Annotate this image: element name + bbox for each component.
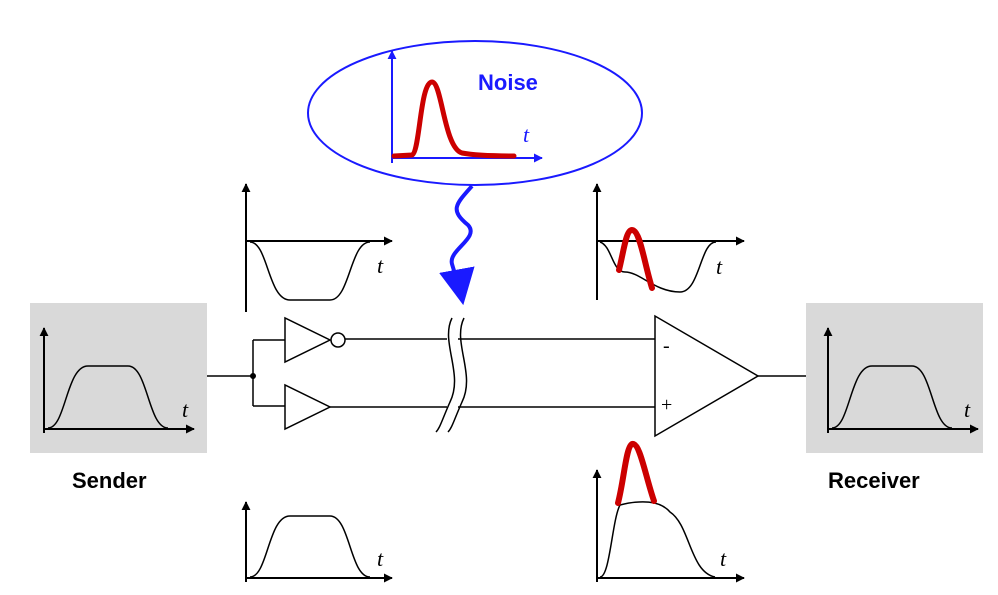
noise-time-axis-label: t xyxy=(523,122,530,147)
noise-label: Noise xyxy=(478,70,538,95)
sender-label: Sender xyxy=(72,468,147,493)
sender-waveform: t xyxy=(39,327,195,434)
noise-pulse xyxy=(391,79,517,159)
sender-box: t xyxy=(30,303,207,453)
sender-time-axis-label: t xyxy=(182,397,189,422)
noise-pulse-inverted xyxy=(616,226,655,291)
receiver-label: Receiver xyxy=(828,468,920,493)
receiver-waveform: t xyxy=(823,327,979,434)
inverting-driver xyxy=(284,316,332,364)
transmission-lines xyxy=(330,317,655,433)
line-break-right xyxy=(447,317,468,433)
inverter-bubble xyxy=(330,332,346,348)
driver-circuit xyxy=(207,316,346,431)
line-break-left xyxy=(435,317,456,433)
receiver-amplifier xyxy=(654,314,760,438)
receiver-box: t xyxy=(806,303,983,453)
noisy-noninverted-time-axis-label: t xyxy=(720,546,727,571)
noise-coupling-arrow xyxy=(439,184,475,306)
noisy-inverted-signal-plot: t xyxy=(592,183,745,300)
noise-ellipse xyxy=(307,40,643,186)
inverted-signal-plot: t xyxy=(241,183,393,312)
receiver-time-axis-label: t xyxy=(964,397,971,422)
differential-receiver: - + xyxy=(654,314,806,438)
noisy-inverted-time-axis-label: t xyxy=(716,254,723,279)
noisy-noninverted-signal-plot: t xyxy=(592,441,745,583)
noninverted-time-axis-label: t xyxy=(377,546,384,571)
noise-pulse-noninverted xyxy=(615,441,657,506)
noise-source: t xyxy=(307,40,643,306)
noninverted-signal-plot: t xyxy=(241,501,393,583)
inverted-time-axis-label: t xyxy=(377,253,384,278)
noninverting-driver xyxy=(284,383,332,431)
plus-input-label: + xyxy=(661,394,672,416)
minus-input-label: - xyxy=(663,335,670,357)
